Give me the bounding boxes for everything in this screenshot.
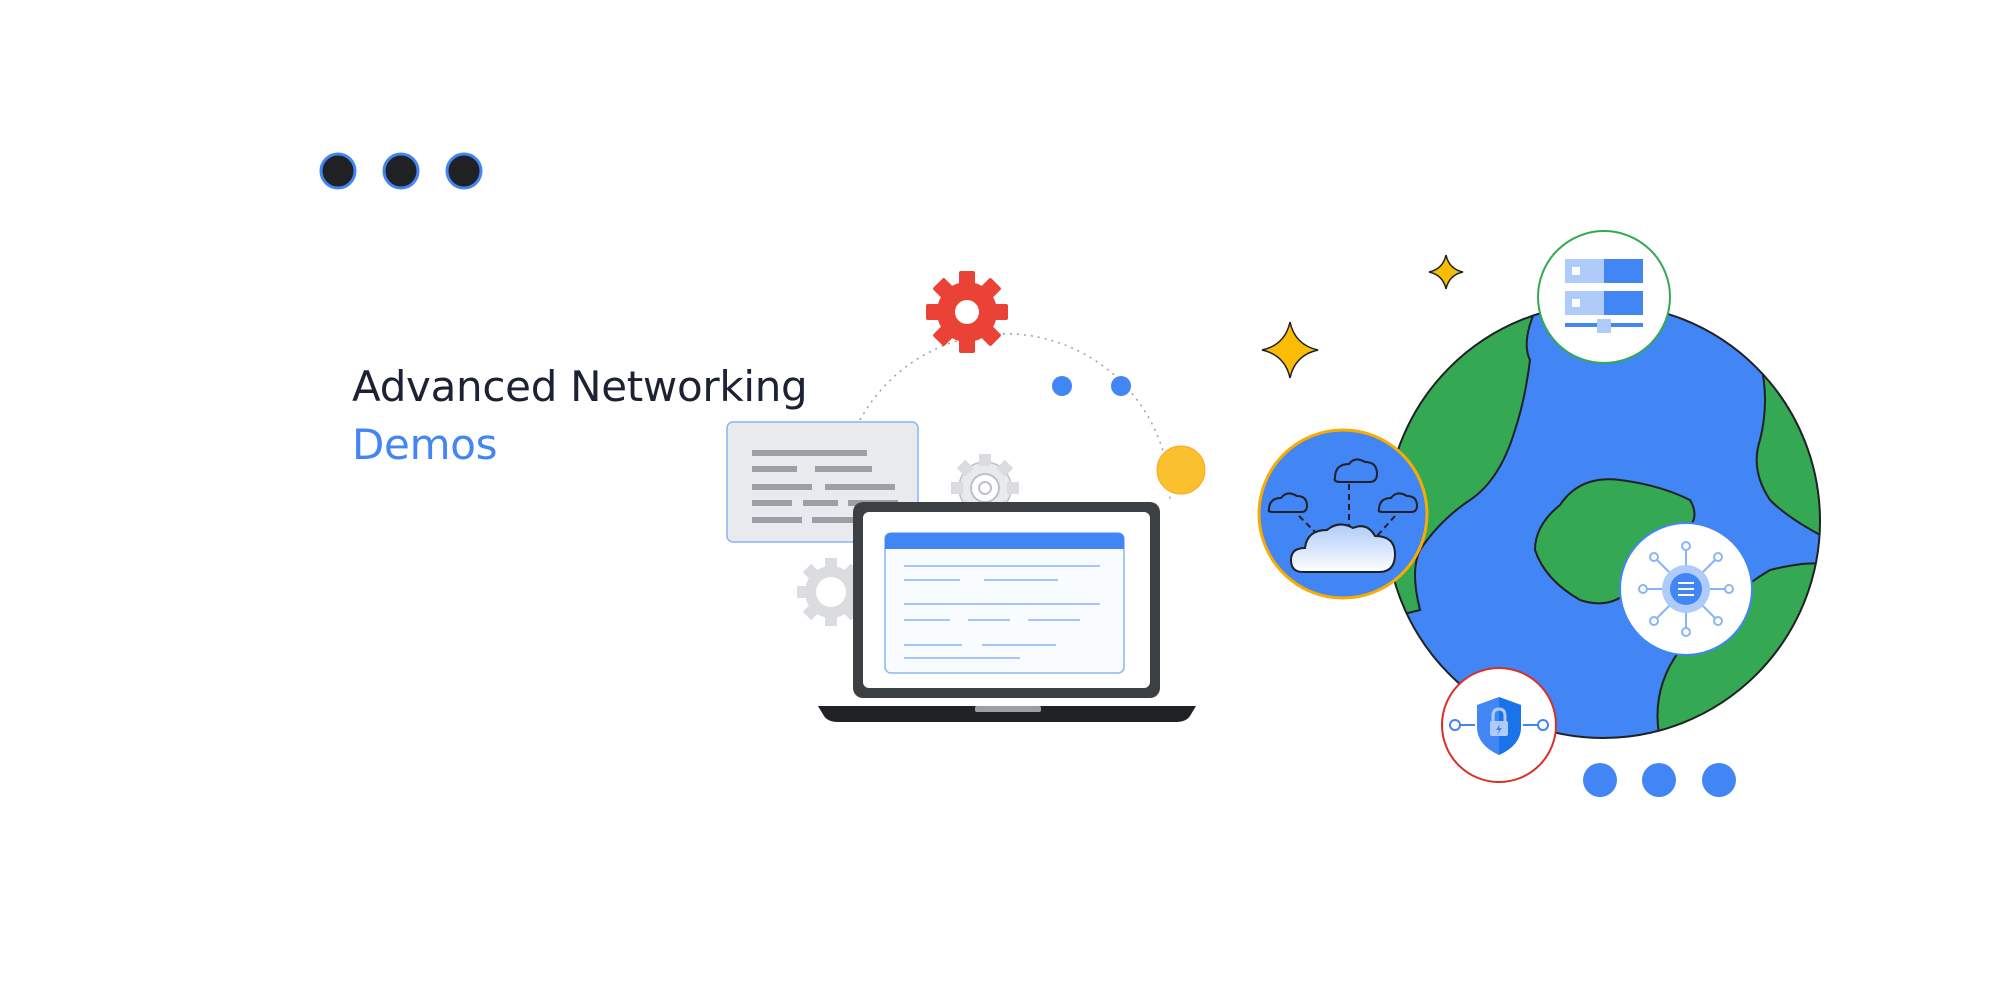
yellow-circle (1156, 445, 1206, 495)
three-dots-icon (1583, 763, 1736, 797)
multi-cloud-icon (1257, 428, 1429, 600)
page-title: Advanced Networking Demos (352, 358, 808, 474)
three-dots-icon (319, 152, 483, 190)
gear-icon (797, 558, 865, 626)
orbit-dot (1111, 376, 1131, 396)
sparkle-icon (1261, 321, 1319, 379)
orbit-arc (859, 333, 1171, 501)
title-line-1: Advanced Networking (352, 362, 808, 411)
sparkle-icon (1428, 254, 1464, 290)
globe-icon (1385, 303, 1821, 739)
server-rack-icon (1537, 230, 1671, 364)
laptop-icon (818, 502, 1196, 722)
title-line-2: Demos (352, 420, 498, 469)
network-hub-icon (1619, 522, 1753, 656)
shield-lock-icon (1441, 667, 1557, 783)
gear-icon (926, 271, 1008, 353)
orbit-dot (1052, 376, 1072, 396)
